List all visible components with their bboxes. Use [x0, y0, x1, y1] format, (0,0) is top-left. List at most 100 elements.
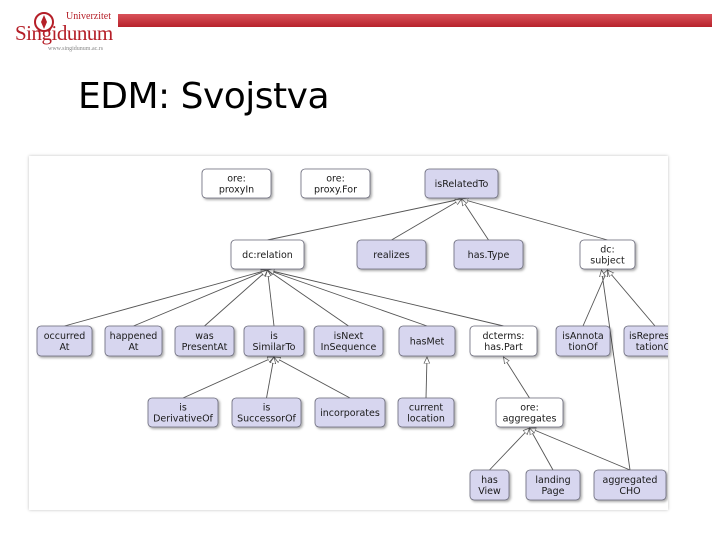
node-subject: dc:subject — [579, 239, 636, 270]
node-label: PresentAt — [182, 342, 228, 353]
logo-line1: Univerzitet — [66, 11, 111, 22]
node-label: isRelatedTo — [435, 179, 489, 190]
node-label: occurred — [44, 331, 86, 342]
node-relation: dc:relation — [230, 239, 305, 270]
node-box — [623, 325, 668, 357]
node-hasMet: hasMet — [398, 325, 456, 357]
edge-isNextInSequence-to-relation — [268, 270, 349, 327]
node-hasType: has.Type — [453, 239, 524, 270]
node-label: aggregates — [503, 414, 557, 425]
edge-aggregatedCHO-to-subject — [602, 270, 631, 471]
logo-line2: Singidunum — [15, 21, 113, 45]
edge-wasPresentAt-to-relation — [204, 270, 268, 327]
node-label: CHO — [619, 486, 640, 497]
node-label: ore: — [326, 174, 345, 185]
node-isRepresentationOf: isRepresentationOf — [623, 325, 668, 357]
node-label: subject — [590, 256, 625, 267]
edge-subject-to-isRelatedTo — [462, 199, 608, 241]
node-box — [147, 397, 219, 428]
node-label: ore: — [227, 174, 246, 185]
node-box — [231, 397, 302, 428]
edge-relation-to-isRelatedTo — [267, 199, 462, 241]
node-label: SuccessorOf — [237, 414, 296, 425]
node-label: location — [407, 414, 445, 425]
node-label: Page — [542, 486, 565, 497]
node-aggregates: ore:aggregates — [495, 397, 564, 428]
node-label: At — [128, 342, 138, 353]
node-label: has — [481, 475, 498, 486]
edge-isSuccessorOf-to-isSimilarTo — [266, 357, 275, 399]
logo-url: www.singidunum.ac.rs — [48, 46, 104, 52]
node-label: ore: — [520, 403, 539, 414]
node-label: dcterms: — [483, 331, 525, 342]
node-label: is — [270, 331, 278, 342]
node-box — [313, 325, 384, 357]
node-box — [174, 325, 235, 357]
edge-isSimilarTo-to-relation — [268, 270, 275, 327]
node-box — [469, 325, 538, 357]
node-box — [104, 325, 163, 357]
crest-icon — [34, 12, 54, 32]
node-label: current — [409, 403, 444, 414]
node-box — [495, 397, 564, 428]
edge-hasView-to-aggregates — [489, 428, 530, 471]
node-label: View — [478, 486, 501, 497]
university-logo: Univerzitet Singidunum www.singidunum.ac… — [8, 10, 113, 58]
edge-isAnnotationOf-to-subject — [582, 270, 608, 327]
node-box — [36, 325, 93, 357]
node-proxyIn: ore:proxyIn — [201, 168, 272, 199]
edge-happenedAt-to-relation — [133, 270, 268, 327]
node-label: proxyIn — [219, 185, 254, 196]
node-label: proxy.For — [314, 185, 357, 196]
node-label: At — [59, 342, 69, 353]
node-box — [300, 168, 371, 199]
node-label: has.Type — [468, 250, 510, 261]
edge-hasMet-to-relation — [268, 270, 428, 327]
node-label: DerivativeOf — [153, 414, 213, 425]
node-incorporates: incorporates — [314, 397, 386, 428]
node-box — [397, 397, 455, 428]
node-label: landing — [535, 475, 570, 486]
node-label: isAnnota — [562, 331, 604, 342]
node-label: isRepresen — [629, 331, 668, 342]
edge-realizes-to-isRelatedTo — [391, 199, 462, 241]
node-box — [593, 469, 667, 501]
node-label: aggregated — [603, 475, 658, 486]
node-label: is — [179, 403, 187, 414]
node-label: SimilarTo — [253, 342, 296, 353]
node-label: isNext — [334, 331, 364, 342]
node-label: InSequence — [321, 342, 377, 353]
node-label: tionOf — [568, 342, 598, 353]
node-label: realizes — [373, 250, 409, 261]
node-isRelatedTo: isRelatedTo — [424, 168, 499, 199]
node-box — [525, 469, 581, 501]
slide-title: EDM: Svojstva — [78, 76, 330, 117]
node-box — [469, 469, 510, 501]
edge-incorporates-to-isSimilarTo — [274, 357, 351, 399]
node-label: is — [263, 403, 271, 414]
node-label: hasMet — [410, 337, 445, 348]
node-label: was — [195, 331, 214, 342]
node-box — [398, 325, 456, 357]
edge-hasPart-to-relation — [268, 270, 504, 327]
node-box — [424, 168, 499, 199]
edge-landingPage-to-aggregates — [530, 428, 554, 471]
node-box — [356, 239, 427, 270]
node-realizes: realizes — [356, 239, 427, 270]
edge-aggregates-to-hasPart — [504, 357, 530, 399]
edge-isRepresentationOf-to-subject — [608, 270, 656, 327]
node-hasPart: dcterms:has.Part — [469, 325, 538, 357]
edges-layer — [64, 199, 656, 471]
